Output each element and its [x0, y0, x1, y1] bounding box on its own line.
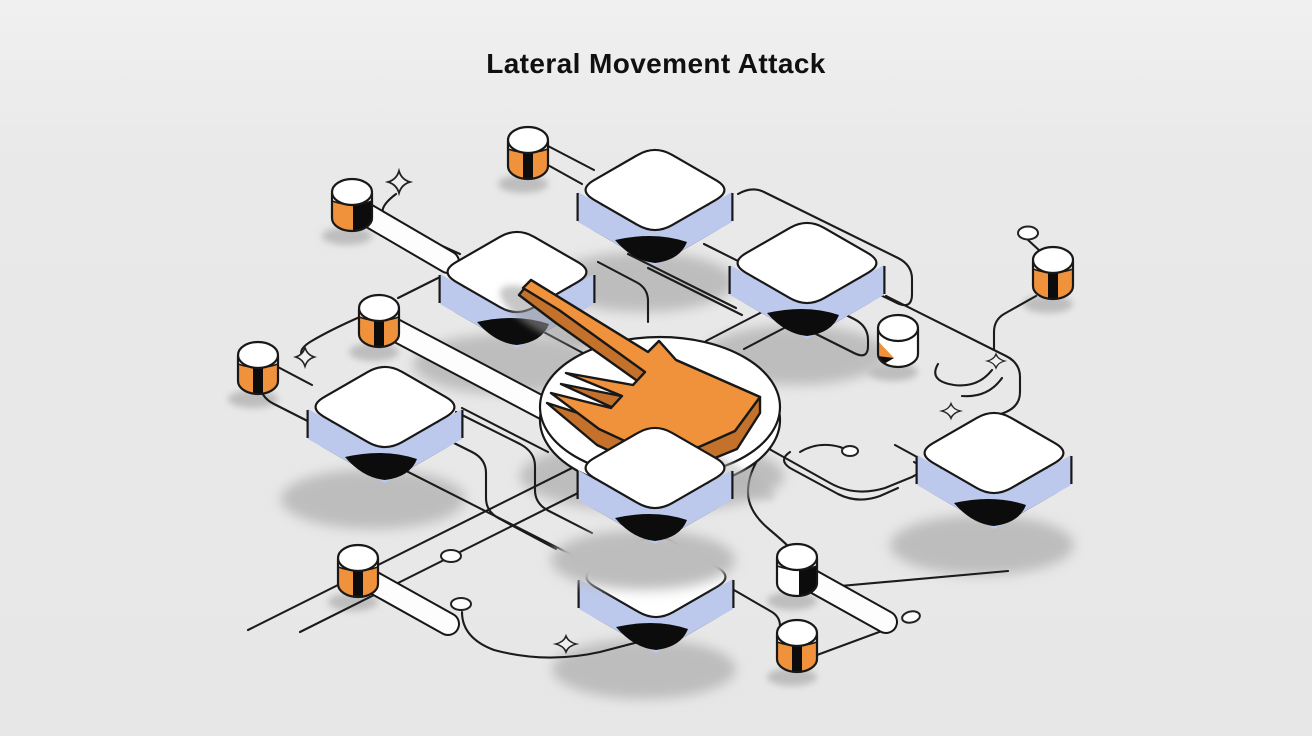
sparkle-icon: [940, 402, 962, 420]
pin-dot: [1017, 225, 1039, 241]
sparkle-icon: [294, 346, 316, 368]
shadow: [552, 639, 736, 699]
node-right: [915, 411, 1073, 531]
db-far-left: [237, 342, 279, 398]
db-mid-left: [358, 295, 400, 351]
shadow: [322, 227, 372, 245]
shadow: [767, 668, 817, 686]
db-bottom-left: [337, 545, 379, 601]
shadow: [767, 592, 817, 610]
shadow: [551, 530, 735, 590]
node-center-group: [551, 426, 735, 590]
shadow: [349, 343, 399, 361]
pin-dot: [901, 610, 921, 624]
pin-dot: [841, 445, 859, 457]
shadow: [1023, 295, 1073, 313]
shadow: [281, 469, 465, 529]
pin-dot: [450, 597, 472, 611]
db-lower-right-white: [776, 544, 818, 600]
node-top-center: [576, 148, 734, 268]
pin-dot: [440, 549, 462, 563]
shadow: [551, 252, 735, 312]
shadow: [228, 390, 278, 408]
shadow: [498, 175, 548, 193]
sparkle-icon: [986, 353, 1006, 369]
sparkle-icon: [387, 170, 411, 194]
sparkle-icon: [554, 635, 578, 653]
shadow: [868, 363, 918, 381]
page-title: Lateral Movement Attack: [486, 48, 826, 79]
db-top: [507, 127, 549, 183]
attack-arrow: [517, 278, 762, 467]
endpoint-pins: [440, 225, 1039, 624]
arrow-face: [521, 278, 762, 450]
db-mid-right: [877, 315, 919, 371]
db-upper-left: [331, 179, 373, 235]
shadow: [328, 593, 378, 611]
shadow: [890, 515, 1074, 575]
db-right: [1032, 247, 1074, 303]
db-lower-right-orange: [776, 620, 818, 676]
